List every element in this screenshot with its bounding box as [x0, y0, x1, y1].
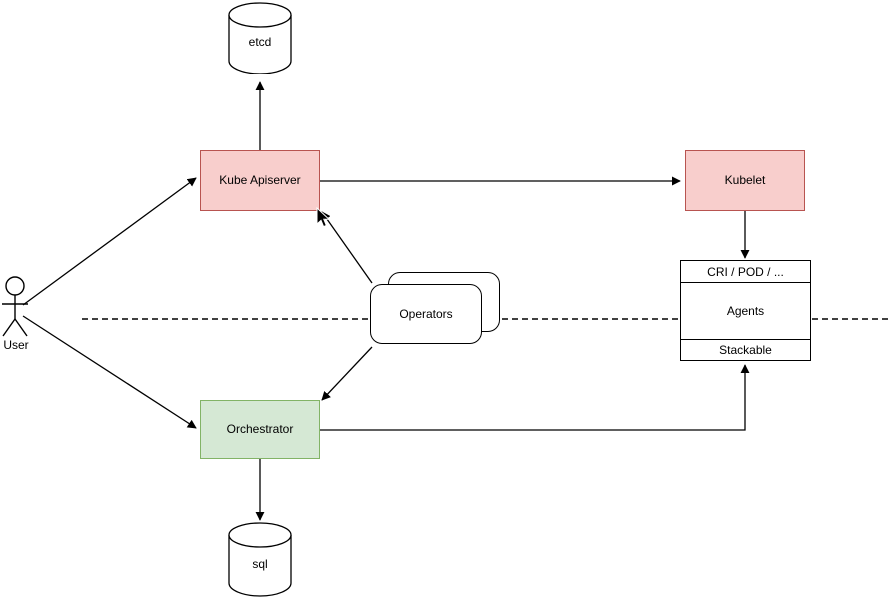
actor-leg-left-line: [2, 318, 16, 337]
cylinder-top-ellipse: [228, 522, 292, 548]
node-orchestrator-label: Orchestrator: [226, 422, 294, 437]
cylinder-body-shape: [228, 535, 292, 597]
node-agents-body-label: Agents: [726, 304, 765, 318]
node-agents-header: CRI / POD / ...: [681, 261, 810, 283]
node-operators[interactable]: Operators: [370, 272, 502, 346]
actor-user-label: User: [3, 338, 29, 352]
node-kube-apiserver[interactable]: Kube Apiserver: [200, 150, 320, 211]
actor-leg-right-line: [14, 318, 28, 337]
node-operators-label: Operators: [399, 307, 453, 321]
node-kubelet-label: Kubelet: [724, 173, 766, 188]
edge-orchestrator-to-stackable: [320, 364, 750, 431]
edge-operators-to-orchestrator: [321, 346, 373, 401]
cylinder-top-ellipse: [228, 2, 292, 28]
actor-user: User: [0, 276, 46, 352]
node-agents[interactable]: CRI / POD / ... Agents Stackable: [680, 260, 811, 361]
datastore-sql: sql: [228, 521, 292, 599]
datastore-etcd: etcd: [228, 2, 292, 75]
datastore-sql-label: sql: [252, 557, 268, 571]
node-operators-front-layer[interactable]: Operators: [370, 284, 482, 344]
edge-user-to-orchestrator: [22, 315, 197, 429]
node-kubelet[interactable]: Kubelet: [685, 150, 805, 211]
node-orchestrator[interactable]: Orchestrator: [200, 400, 320, 459]
datastore-etcd-label: etcd: [248, 35, 272, 49]
edge-operators-to-kube-apiserver: [321, 211, 373, 284]
node-agents-footer: Stackable: [681, 339, 810, 360]
node-agents-footer-label: Stackable: [719, 343, 772, 357]
node-kube-apiserver-label: Kube Apiserver: [219, 173, 301, 188]
cylinder-body-shape: [228, 15, 292, 75]
node-agents-body: Agents: [681, 283, 810, 339]
node-agents-header-label: CRI / POD / ...: [707, 264, 784, 279]
actor-head-icon: [5, 276, 25, 296]
edge-user-to-kube-apiserver: [22, 177, 197, 306]
